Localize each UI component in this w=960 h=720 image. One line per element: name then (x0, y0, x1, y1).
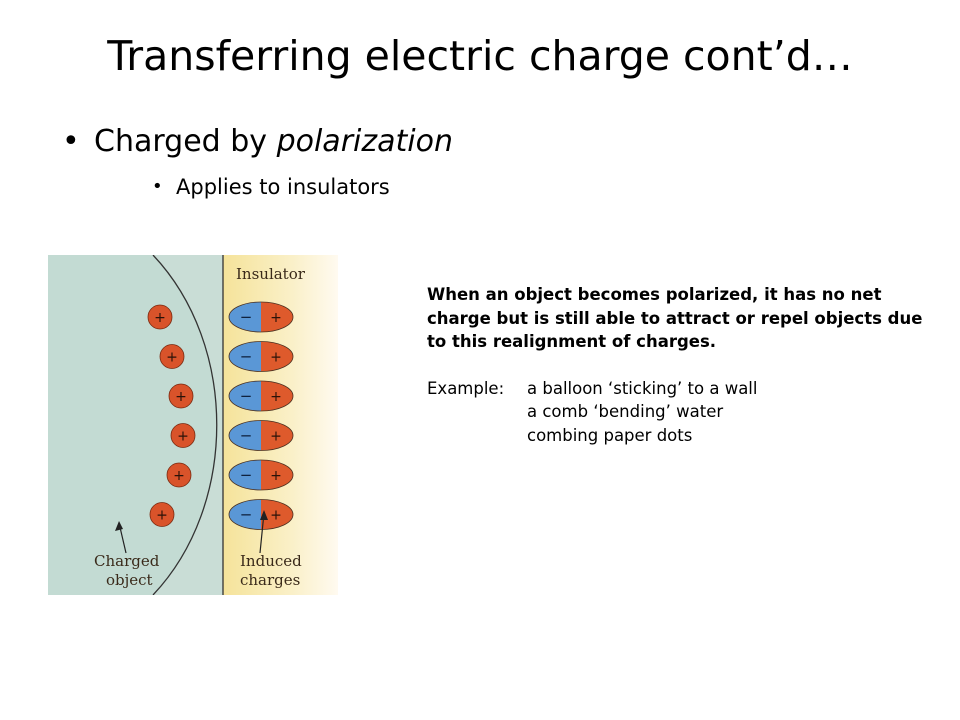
polarization-diagram: ++++++ −+−+−+−+−+−+ Insulator Charged ob… (48, 255, 338, 595)
object-positive-charge (149, 502, 175, 527)
slide-title: Transferring electric charge cont’d… (107, 32, 853, 80)
object-plus-sign: + (166, 350, 178, 366)
label-charged-line1: Charged (94, 552, 160, 570)
induced-dipole: −+ (228, 380, 294, 412)
dipole-plus-sign: + (270, 310, 282, 326)
bullet-charged-by-polarization: Charged by polarization (62, 118, 762, 166)
polarization-explanation: When an object becomes polarized, it has… (427, 283, 927, 447)
example-item: combing paper dots (527, 425, 693, 445)
object-plus-sign: + (173, 468, 185, 484)
object-plus-sign: + (175, 389, 187, 405)
dipole-minus-sign: − (240, 427, 253, 445)
dipole-plus-sign: + (270, 468, 282, 484)
charged-object-arrowhead (115, 521, 123, 531)
dipole-minus-sign: − (240, 466, 253, 484)
induced-dipole: −+ (228, 499, 294, 530)
label-induced-line2: charges (240, 571, 300, 589)
example-first-row: Example: a balloon ‘sticking’ to a wall (427, 377, 927, 401)
dipole-outline (228, 420, 294, 451)
object-plus-sign: + (156, 508, 168, 524)
induced-charges-arrowhead (260, 510, 268, 520)
bullet-main-emphasis: polarization (276, 124, 453, 159)
dipole-plus-sign: + (270, 508, 282, 524)
object-positive-charge (166, 462, 192, 488)
dipole-minus-sign: − (240, 308, 253, 326)
dipole-plus-sign: + (270, 389, 282, 405)
bullet-applies-to-insulators: Applies to insulators (152, 170, 762, 204)
dipole-minus-sign: − (240, 348, 253, 366)
dipole-outline (228, 341, 294, 372)
dipole-plus-sign: + (270, 350, 282, 366)
dipole-outline (228, 459, 294, 491)
label-induced-line1: Induced (240, 552, 302, 570)
dipole-minus-sign: − (240, 387, 253, 405)
dipole-minus-sign: − (240, 506, 253, 524)
induced-dipole: −+ (228, 459, 294, 491)
example-label: Example: (427, 378, 505, 398)
dipole-outline (228, 301, 294, 333)
bullet-main-text: Charged by (94, 124, 277, 159)
object-positive-charge (168, 383, 194, 409)
polarization-diagram-svg: ++++++ −+−+−+−+−+−+ Insulator Charged ob… (48, 255, 338, 595)
object-positive-charge (147, 304, 173, 330)
label-charged-line2: object (106, 571, 153, 589)
dipole-outline (228, 380, 294, 412)
object-charges: + + + + + + (147, 304, 196, 527)
charged-object-edge (152, 255, 218, 595)
object-plus-sign: + (154, 310, 166, 326)
object-positive-charge (159, 344, 185, 369)
example-item: a comb ‘bending’ water (527, 402, 724, 421)
induced-dipole: −+ (228, 341, 294, 372)
object-positive-charge (170, 423, 196, 448)
object-plus-sign: + (177, 429, 189, 445)
charged-object-body (48, 255, 217, 595)
bullet-list: Charged by polarization Applies to insul… (62, 118, 762, 204)
explanation-paragraph: When an object becomes polarized, it has… (427, 285, 923, 351)
dipole-plus-sign: + (270, 429, 282, 445)
label-insulator: Insulator (236, 265, 306, 283)
dipole-outline (228, 499, 294, 530)
example-item: a balloon ‘sticking’ to a wall (527, 378, 758, 398)
induced-dipole: −+ (228, 301, 294, 333)
induced-dipole: −+ (228, 420, 294, 451)
